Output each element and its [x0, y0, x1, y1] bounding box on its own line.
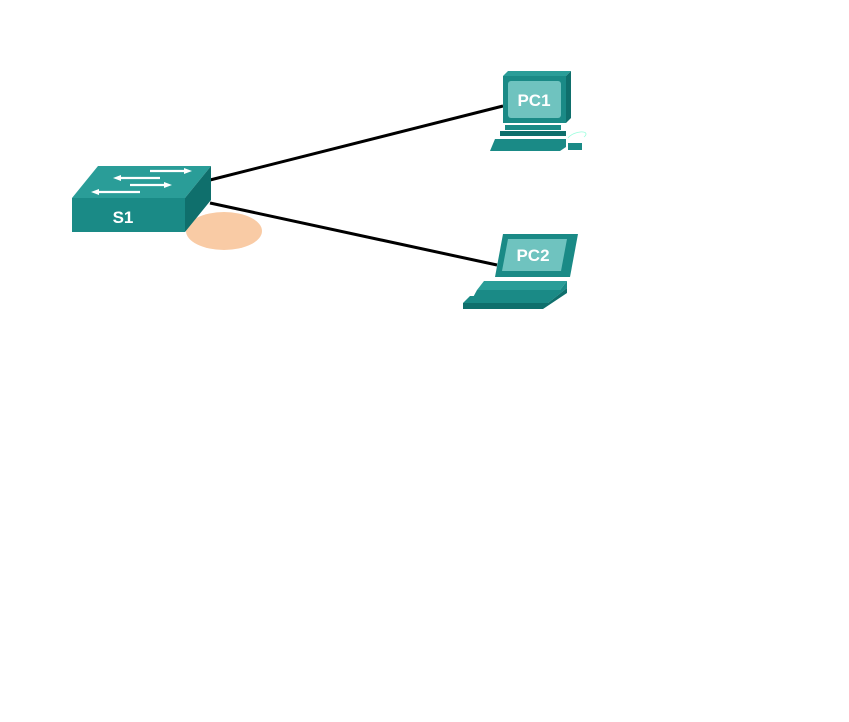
- pc1-label: PC1: [517, 91, 550, 110]
- port-highlight: [186, 212, 262, 250]
- pc1-desktop[interactable]: PC1: [490, 71, 587, 151]
- link-s1-pc2[interactable]: [209, 201, 498, 267]
- pc2-laptop[interactable]: PC2: [463, 234, 578, 309]
- mouse-icon: [568, 143, 582, 150]
- switch-s1[interactable]: S1: [72, 166, 211, 232]
- switch-arrows-icon: [91, 168, 192, 195]
- keyboard-icon: [477, 281, 567, 290]
- pc2-label: PC2: [516, 246, 549, 265]
- switch-label: S1: [113, 208, 134, 227]
- link-s1-pc1[interactable]: [209, 104, 504, 182]
